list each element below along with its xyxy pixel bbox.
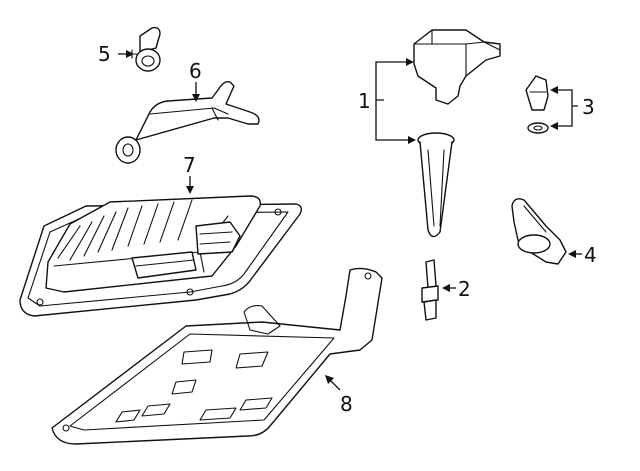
callout-6: 6 [189, 59, 202, 83]
leader-2 [442, 284, 456, 292]
part-8-tray [51, 267, 383, 445]
part-7-ecm-module [19, 195, 303, 317]
callout-1: 1 [358, 89, 371, 113]
part-2-spark-plug [421, 259, 439, 321]
leader-8 [325, 375, 341, 391]
part-5-sensor [131, 26, 161, 72]
part-1-coil-boot [417, 132, 455, 238]
leader-5 [118, 50, 134, 58]
part-3-sensor [525, 75, 549, 111]
part-6-sensor-harness [115, 80, 260, 164]
callout-2: 2 [458, 277, 471, 301]
part-1-ignition-coil [413, 29, 501, 105]
part-3-seal [527, 122, 549, 134]
part-4-sensor [511, 198, 567, 265]
callout-3: 3 [582, 95, 595, 119]
callout-8: 8 [340, 392, 353, 416]
leader-7 [186, 176, 194, 194]
leader-3 [550, 86, 578, 130]
callout-7: 7 [183, 153, 196, 177]
callout-5: 5 [98, 42, 111, 66]
leader-6 [192, 82, 200, 102]
leader-4 [568, 250, 582, 258]
callout-4: 4 [584, 243, 597, 267]
leader-1 [375, 58, 416, 144]
